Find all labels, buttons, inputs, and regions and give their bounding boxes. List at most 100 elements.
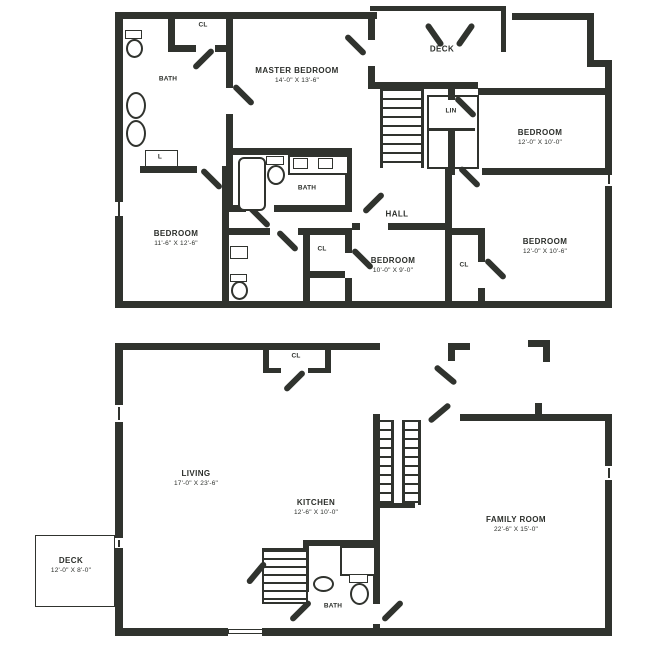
window [118, 540, 120, 547]
toilet-fixture [266, 156, 284, 165]
wall [115, 628, 228, 636]
wall [448, 128, 455, 175]
wall [345, 278, 352, 308]
wall [478, 88, 612, 95]
wall [482, 168, 612, 175]
wall [605, 67, 612, 170]
window [118, 202, 120, 216]
room-label-closet-mid: CL [317, 245, 327, 253]
wall [448, 88, 455, 100]
wall [222, 166, 229, 308]
wall [478, 288, 485, 308]
wall [274, 205, 352, 212]
stairs-upper [380, 89, 424, 168]
room-label-family-room: FAMILY ROOM 22'-6" X 15'-0" [486, 515, 546, 534]
pantry-shelves [262, 548, 308, 604]
deck-rail [501, 6, 506, 52]
wall [325, 350, 331, 372]
room-label-closet-right: CL [459, 261, 469, 269]
sink-fixture [293, 158, 308, 169]
wall [168, 12, 175, 52]
window [118, 407, 120, 420]
wall [388, 223, 445, 230]
door [455, 22, 476, 48]
sink-fixture [230, 246, 248, 259]
wall [345, 148, 352, 212]
wall [115, 343, 123, 405]
wall [448, 343, 470, 350]
toilet-fixture [267, 165, 285, 185]
room-label-linen-small: L [157, 153, 163, 161]
door [282, 369, 307, 393]
room-label-closet-entry: CL [291, 352, 301, 360]
wall [448, 343, 455, 361]
room-label-deck-lower: DECK 12'-0" X 8'-0" [50, 556, 92, 575]
wall [605, 186, 612, 308]
wall [373, 624, 380, 632]
room-label-bedroom-center: BEDROOM 10'-0" X 9'-0" [370, 256, 416, 275]
room-label-deck-upper: DECK [429, 44, 455, 54]
wall [512, 13, 594, 20]
room-label-bath-main: BATH [297, 184, 317, 192]
wall [460, 414, 612, 421]
wall [445, 228, 485, 235]
room-label-closet-top: CL [198, 21, 208, 29]
wall [262, 628, 612, 636]
toilet-fixture [350, 583, 369, 605]
wall [445, 175, 452, 308]
wall [263, 350, 269, 372]
front-door [433, 364, 458, 386]
wall [528, 340, 550, 347]
deck-outline [35, 535, 115, 607]
wall [115, 422, 123, 538]
wall [478, 228, 485, 262]
wall [368, 66, 375, 82]
sliding-door [228, 629, 264, 634]
wall [345, 235, 352, 253]
wall [535, 403, 542, 419]
sink-fixture [313, 576, 334, 592]
door [380, 599, 405, 623]
wall [352, 223, 360, 230]
wall [368, 82, 478, 89]
wall [263, 368, 281, 373]
range-fixture [340, 546, 376, 576]
wall [587, 13, 594, 67]
wall [226, 114, 233, 212]
room-label-bedroom-right-bottom: BEDROOM 12'-0" X 10'-6" [522, 237, 568, 256]
wall [115, 343, 380, 350]
wall [226, 205, 246, 212]
window [608, 172, 610, 184]
door [427, 402, 452, 424]
wall [605, 480, 612, 632]
room-label-hall: HALL [385, 209, 409, 219]
door [199, 167, 224, 191]
door [275, 229, 300, 253]
wall [308, 368, 331, 373]
wall [115, 548, 123, 632]
wall [298, 228, 352, 235]
deck-rail [370, 6, 506, 11]
toilet-fixture [126, 39, 143, 58]
sink-fixture [126, 92, 146, 119]
wall [226, 148, 352, 155]
window [608, 468, 610, 478]
wall [375, 503, 415, 508]
wall [115, 12, 377, 19]
door [343, 33, 368, 57]
wall [115, 301, 612, 308]
wall [587, 60, 612, 67]
door [361, 191, 386, 215]
wall [310, 271, 345, 278]
room-label-bedroom-right-top: BEDROOM 12'-0" X 10'-0" [517, 128, 563, 147]
wall [303, 540, 373, 546]
wall [303, 235, 310, 301]
wall [140, 166, 197, 173]
stairs-lower [402, 420, 421, 505]
door [231, 83, 256, 107]
sink-fixture [318, 158, 333, 169]
toilet-fixture [125, 30, 142, 39]
room-label-master-bath: BATH [158, 75, 178, 83]
wall [368, 12, 375, 40]
